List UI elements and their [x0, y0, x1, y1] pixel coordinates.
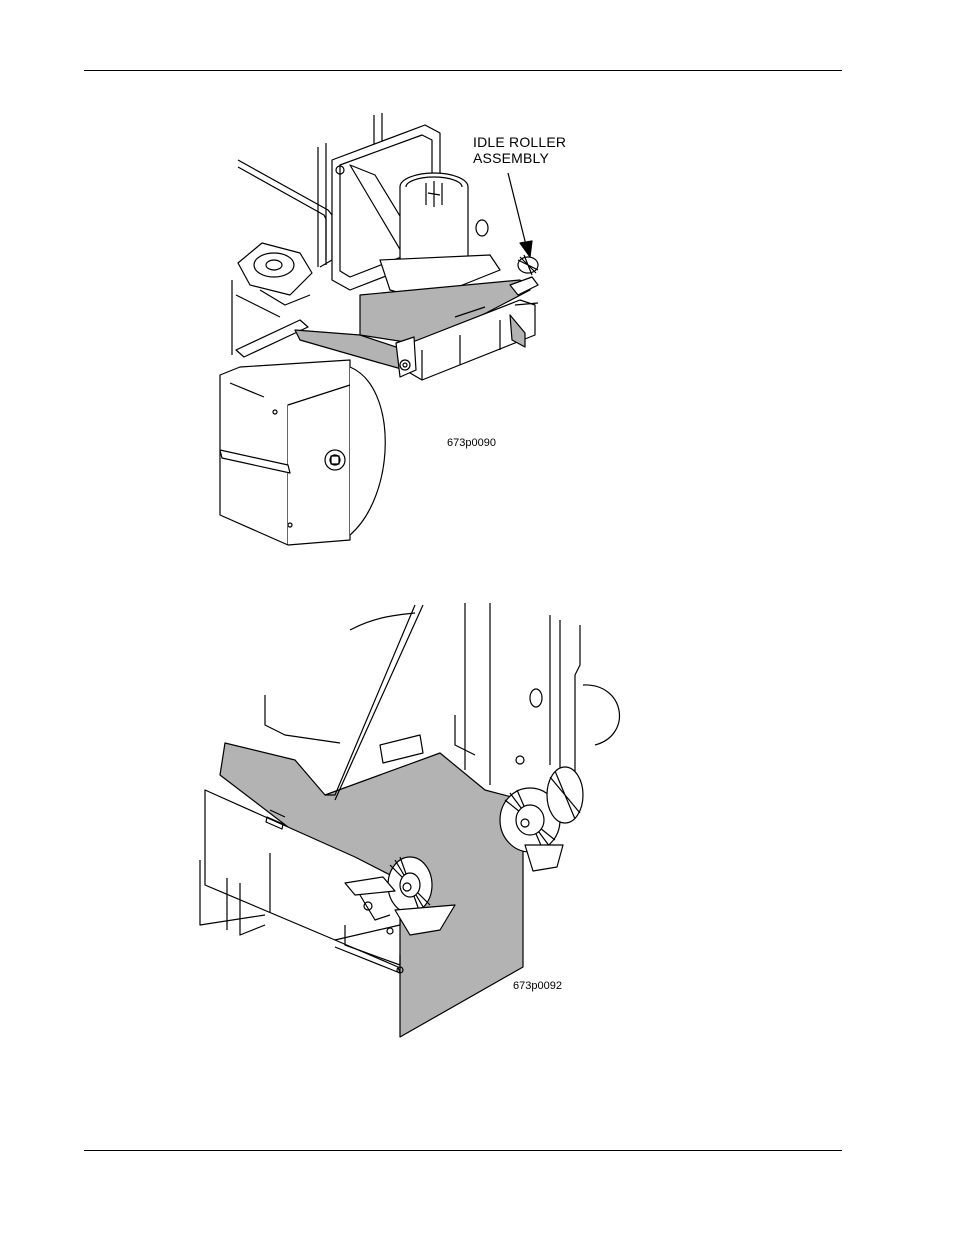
idle-roller-callout: IDLE ROLLER ASSEMBLY [473, 134, 566, 166]
figure-id-label: 673p0090 [447, 437, 496, 449]
callout-line-2: ASSEMBLY [473, 150, 566, 166]
footer-rule [84, 1150, 842, 1151]
header-rule [84, 70, 842, 71]
callout-line-1: IDLE ROLLER [473, 134, 566, 150]
figure-id-label: 673p0092 [513, 980, 562, 992]
roller-closeup-illustration [185, 595, 655, 1045]
figure-roller-closeup [185, 595, 655, 1045]
